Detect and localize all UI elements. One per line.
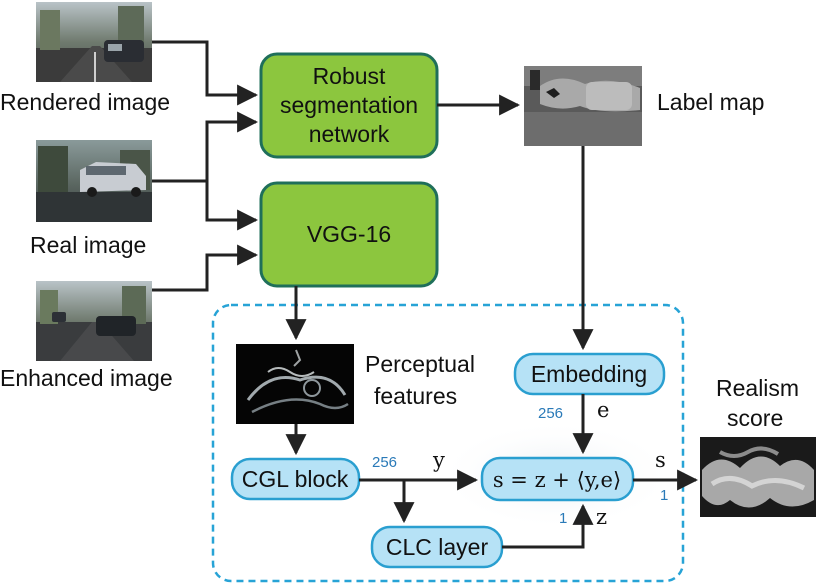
real-image-label: Real image [30,232,146,258]
embedding-label: Embedding [531,361,647,387]
realism-line-2: score [727,405,783,431]
formula-box: s = z + ⟨y,e⟩ [480,456,635,502]
label-map-thumbnail [524,66,642,146]
var-e-label: e [597,398,609,422]
embedding-box: Embedding [513,352,666,396]
dim-e-label: 256 [538,405,563,422]
realism-line-1: Realism [716,375,799,401]
segmentation-line-2: segmentation [280,92,418,118]
label-map-label: Label map [657,89,764,115]
real-image-thumbnail [36,140,152,222]
cgl-block-label: CGL block [242,466,349,492]
cgl-block-box: CGL block [230,457,361,501]
segmentation-line-1: Robust [313,63,386,89]
segmentation-line-3: network [309,121,390,147]
dim-s-label: 1 [660,487,668,504]
rendered-image-label: Rendered image [0,89,170,115]
enhanced-image-label: Enhanced image [0,365,173,391]
var-y-label: y [432,448,445,472]
perceptual-line-2: features [374,383,457,409]
perceptual-line-1: Perceptual [365,351,475,377]
formula-label: s = z + ⟨y,e⟩ [493,468,621,492]
arrow-real-to-vgg [205,181,259,231]
var-s-label: s [655,448,666,472]
vgg16-box: VGG-16 [259,181,439,288]
clc-layer-box: CLC layer [370,525,504,569]
segmentation-network-box: Robust segmentation network [259,52,439,159]
dim-y-label: 256 [372,454,397,471]
dim-z-label: 1 [559,510,567,527]
connector-arrows [152,40,699,549]
var-z-label: z [596,505,607,529]
rendered-image-thumbnail [36,2,152,82]
realism-score-thumbnail [700,437,816,517]
enhanced-image-thumbnail [36,281,152,361]
arrow-rendered-to-segmentation [152,40,259,106]
arrow-clc-to-formula [502,503,594,549]
arrow-enhanced-to-vgg [152,244,259,292]
perceptual-features-thumbnail [236,344,354,424]
clc-layer-label: CLC layer [386,534,489,560]
discriminator-region [211,303,685,583]
arrow-real-to-segmentation [205,111,259,181]
vgg16-label: VGG-16 [307,221,391,247]
